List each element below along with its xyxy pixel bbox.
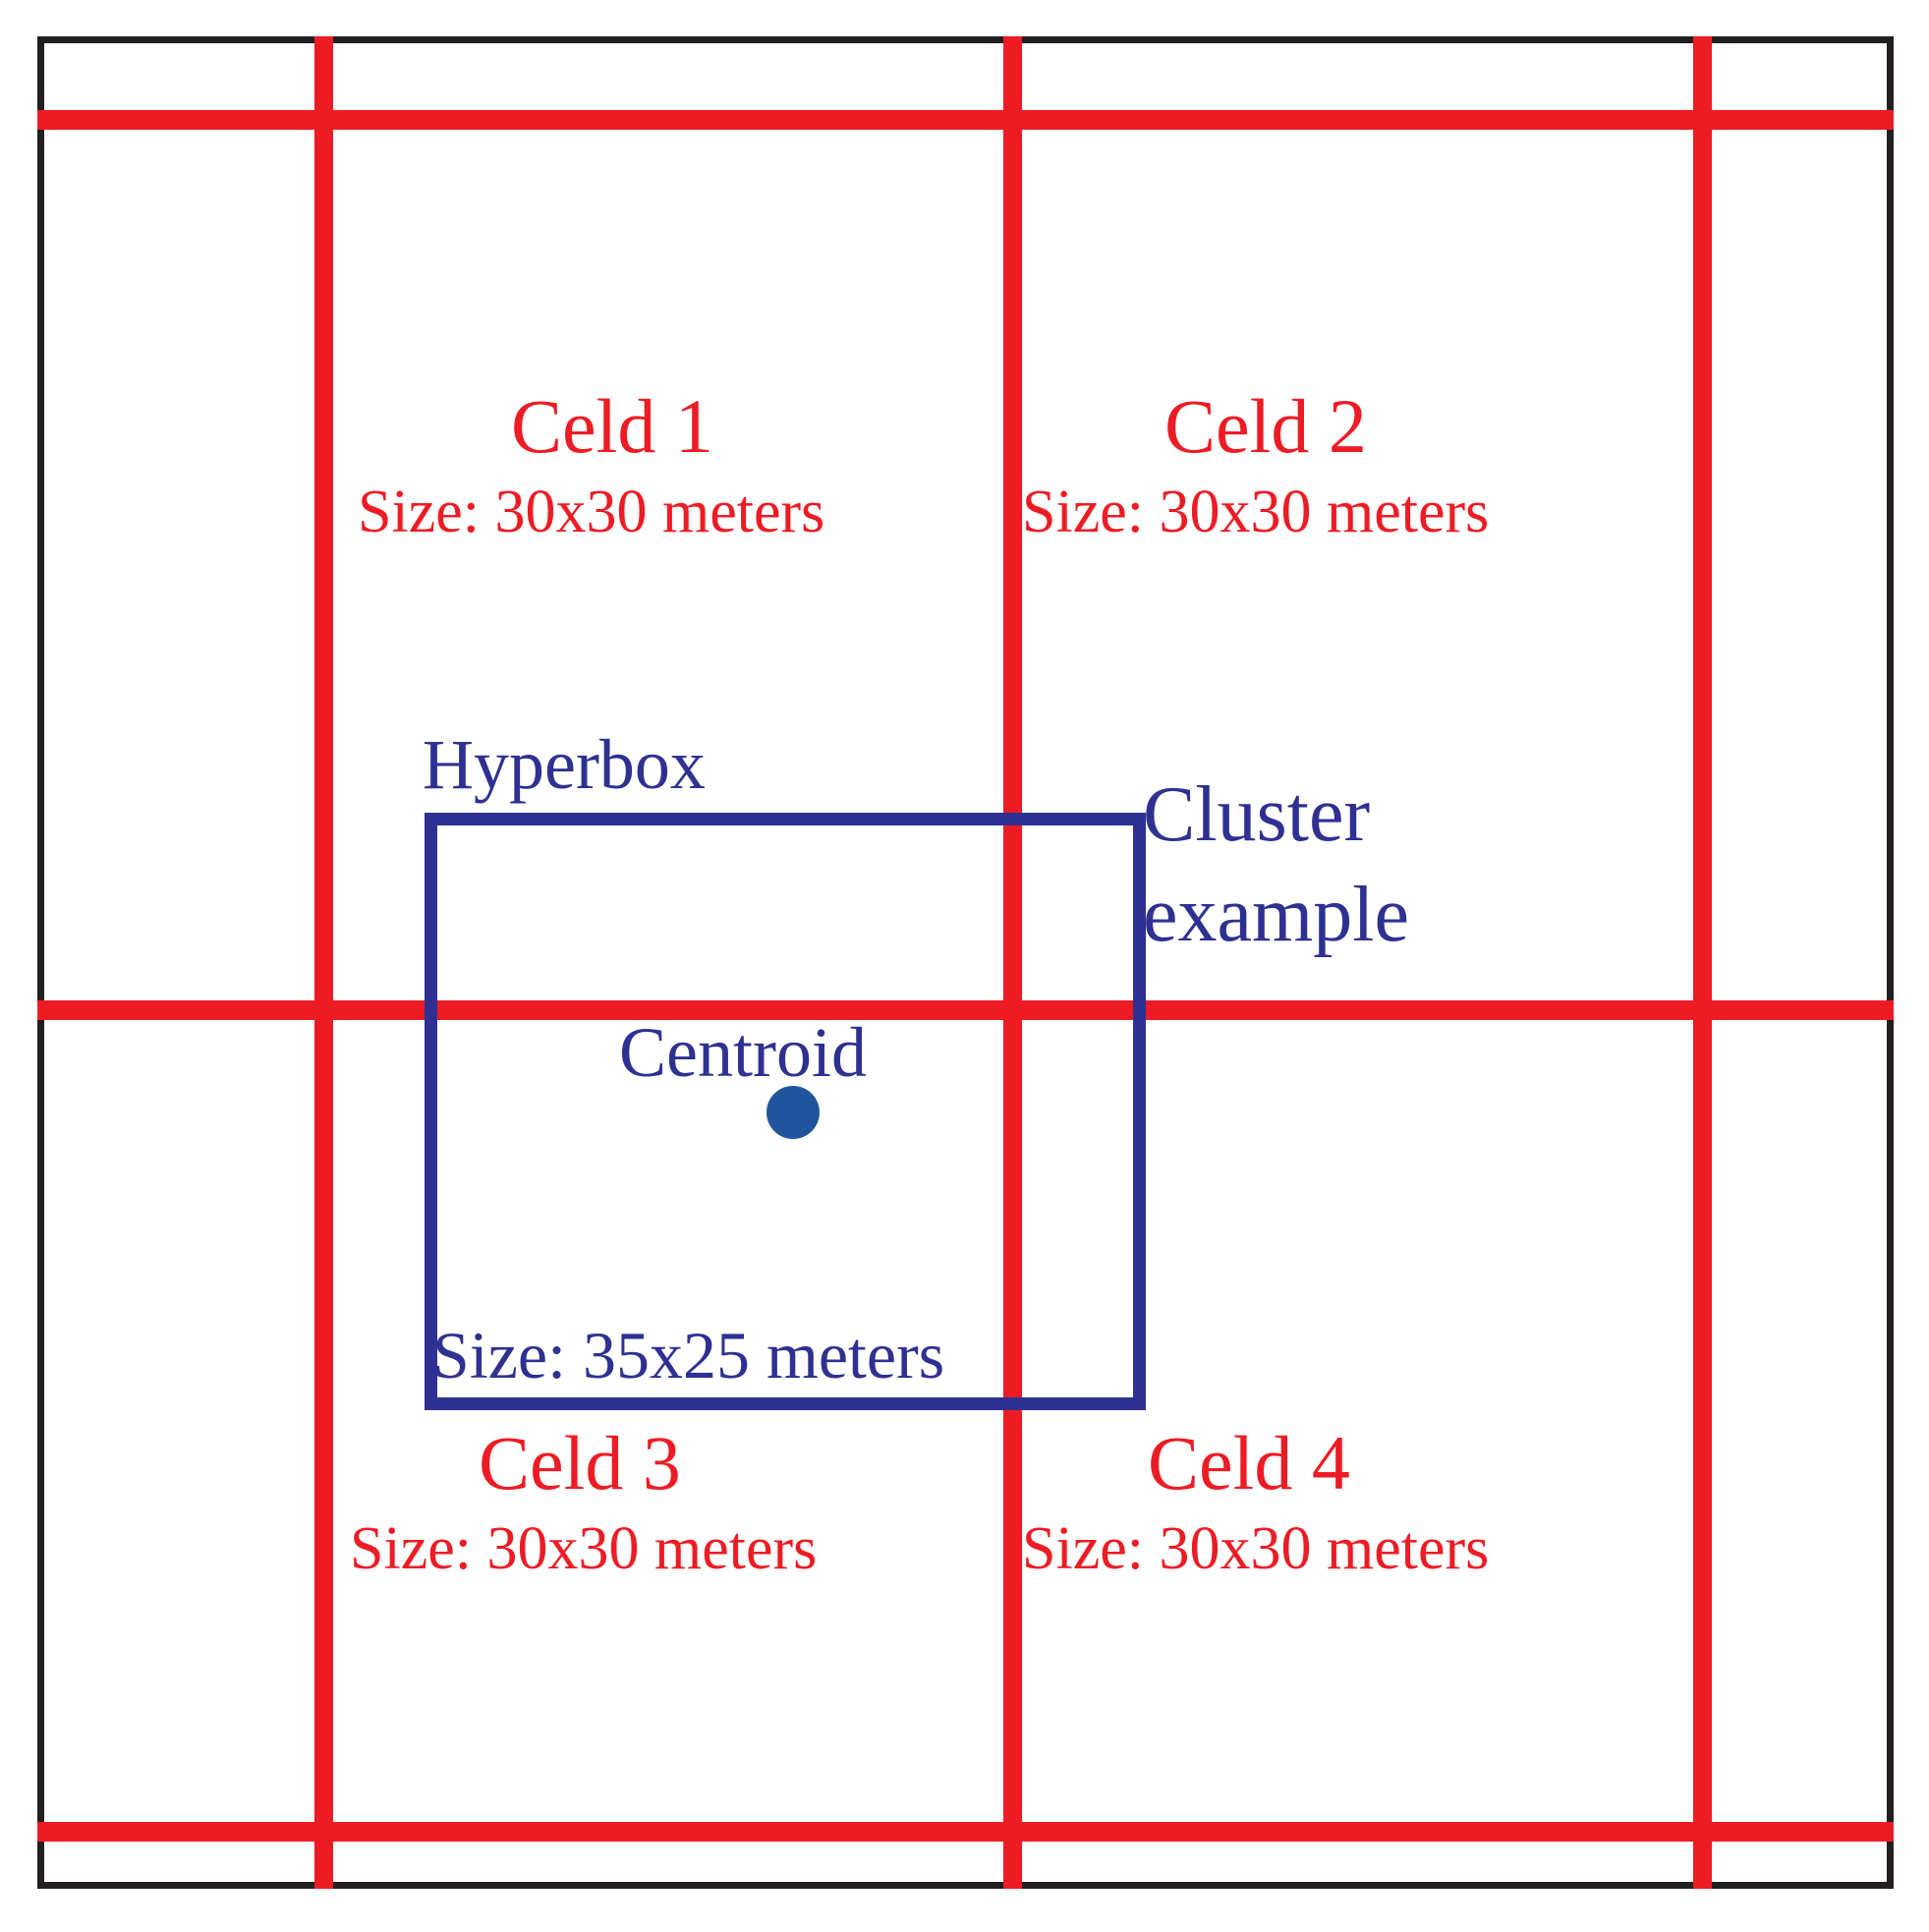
cell-title-1: Celd 1 bbox=[511, 383, 713, 469]
cell-size-4: Size: 30x30 meters bbox=[1022, 1515, 1490, 1582]
grid-line-horizontal-2 bbox=[37, 1000, 1894, 1020]
centroid-dot bbox=[766, 1086, 820, 1139]
cell-title-2: Celd 2 bbox=[1164, 383, 1367, 469]
hyperbox-size-label: Size: 35x25 meters bbox=[432, 1318, 945, 1392]
cell-title-4: Celd 4 bbox=[1148, 1420, 1350, 1506]
grid-line-vertical-3 bbox=[1693, 36, 1712, 1889]
hyperbox-rectangle bbox=[425, 813, 1146, 1410]
cell-size-3: Size: 30x30 meters bbox=[350, 1515, 818, 1582]
grid-line-horizontal-3 bbox=[37, 1822, 1894, 1842]
grid-line-horizontal-1 bbox=[37, 110, 1894, 130]
grid-line-vertical-2 bbox=[1003, 36, 1022, 1889]
outer-frame bbox=[37, 36, 1894, 1889]
cell-size-1: Size: 30x30 meters bbox=[358, 479, 825, 545]
hyperbox-label: Hyperbox bbox=[423, 725, 706, 804]
cluster-example-label: Cluster example bbox=[1143, 771, 1409, 959]
cell-title-3: Celd 3 bbox=[479, 1420, 681, 1506]
cell-size-2: Size: 30x30 meters bbox=[1022, 479, 1490, 545]
centroid-label: Centroid bbox=[619, 1013, 867, 1092]
grid-line-vertical-1 bbox=[314, 36, 333, 1889]
